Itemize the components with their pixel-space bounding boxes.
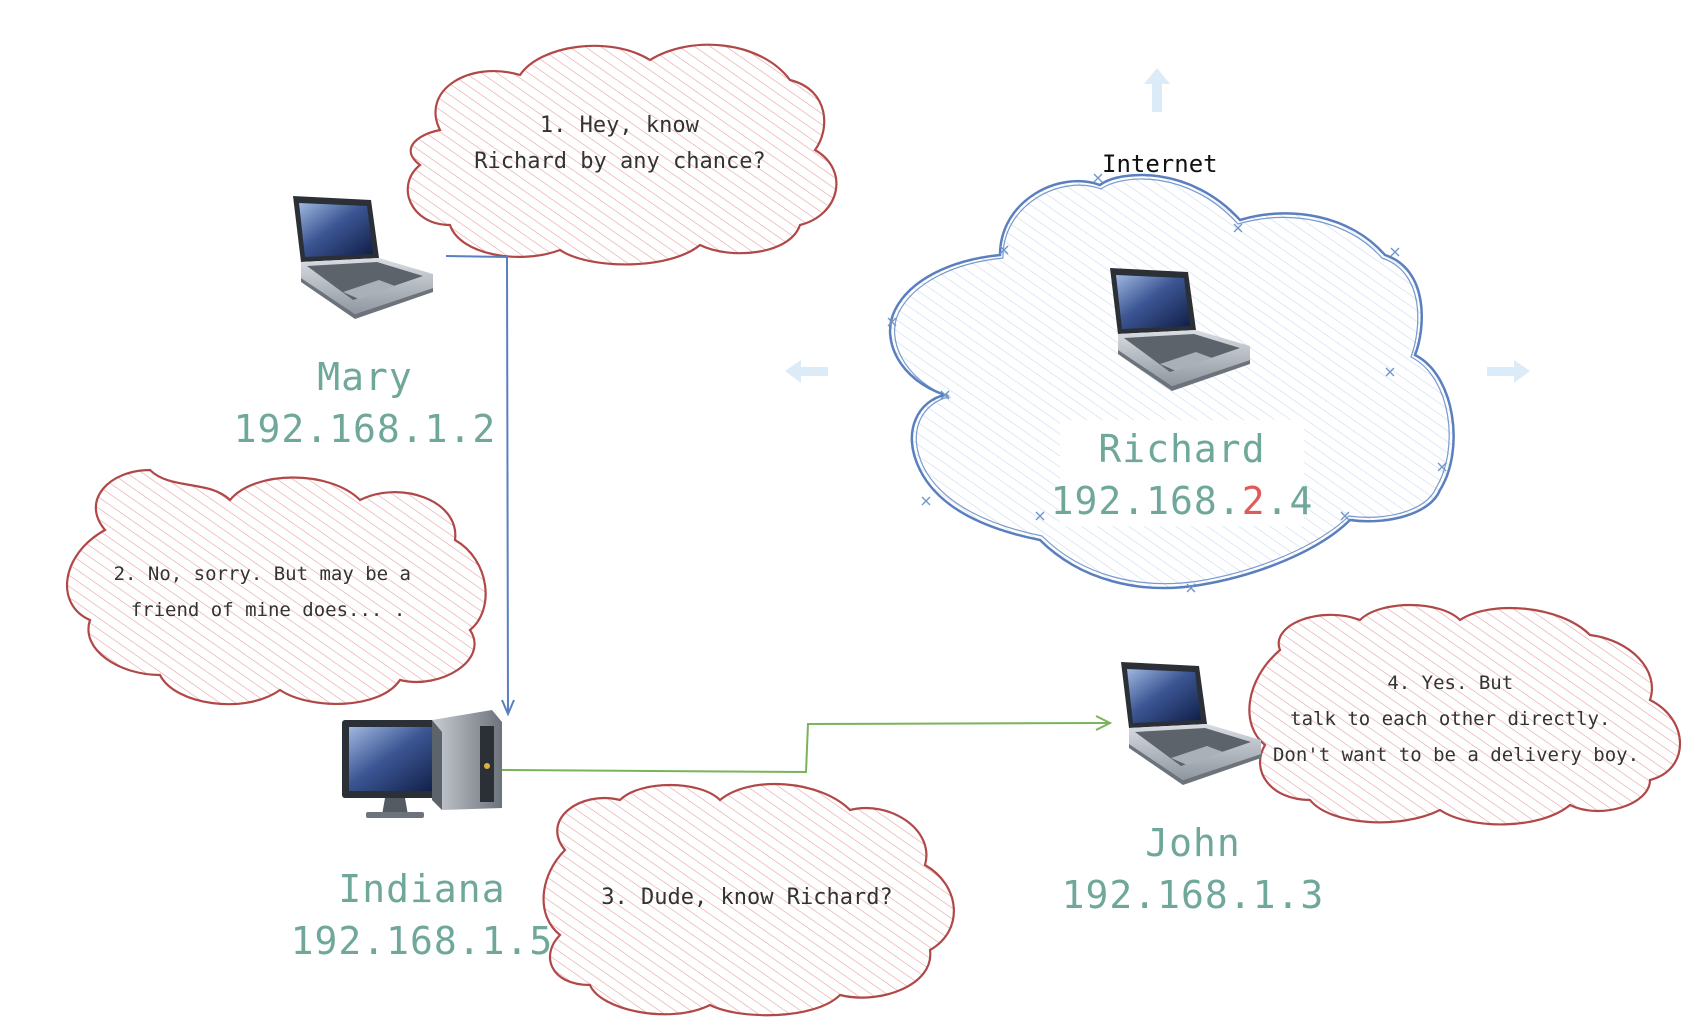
richard-ip-suffix: .4: [1266, 479, 1314, 523]
bubble-2-line-2: friend of mine does... .: [131, 599, 406, 621]
svg-text:3. Dude, know Richard?: 3. Dude, know Richard?: [601, 885, 892, 910]
indiana-ip: 192.168.1.5: [291, 919, 554, 963]
mary-laptop-icon: [293, 196, 433, 319]
svg-text:4. Yes. But talk to each: 4. Yes. But talk to each other directly.…: [1273, 672, 1639, 766]
faint-arrow-left-icon: [785, 360, 828, 383]
richard-ip-prefix: 192.168.: [1051, 479, 1242, 523]
faint-arrow-up-icon: [1144, 68, 1170, 112]
faint-arrow-right-icon: [1487, 360, 1530, 383]
indiana-to-john-arrow: [501, 715, 1113, 774]
svg-text:2. No, sorry. But may be a: 2. No, sorry. But may be a friend of min…: [114, 563, 423, 621]
faint-arrows: [785, 68, 1530, 383]
john-ip: 192.168.1.3: [1062, 873, 1325, 917]
mary-name: Mary: [317, 355, 413, 399]
internet-label: Internet: [1102, 150, 1218, 178]
mary-ip: 192.168.1.2: [234, 407, 497, 451]
mary-to-indiana-arrow: [445, 255, 515, 717]
speech-bubble-2: 2. No, sorry. But may be a friend of min…: [65, 468, 487, 706]
speech-bubble-3: 3. Dude, know Richard?: [542, 782, 955, 1017]
bubble-4-line-3: Don't want to be a delivery boy.: [1273, 744, 1639, 766]
speech-bubble-1: 1. Hey, know Richard by any chance?: [406, 43, 838, 266]
bubble-1-line-1: 1. Hey, know: [540, 113, 700, 138]
indiana-desktop-icon: [342, 710, 502, 818]
bubble-3-line-1: 3. Dude, know Richard?: [601, 885, 892, 910]
richard-ip-highlight: 2: [1242, 479, 1266, 523]
john-name: John: [1145, 821, 1241, 865]
richard-name: Richard: [1098, 427, 1265, 471]
speech-bubble-4: 4. Yes. But talk to each other directly.…: [1248, 604, 1682, 826]
bubble-4-line-1: 4. Yes. But: [1387, 672, 1513, 694]
bubble-4-line-2: talk to each other directly.: [1290, 708, 1610, 730]
cloud-markers: [887, 173, 1447, 593]
bubble-1-line-2: Richard by any chance?: [474, 149, 765, 174]
richard-ip: 192.168.2.4: [1051, 479, 1314, 523]
john-laptop-icon: [1121, 662, 1261, 785]
indiana-name: Indiana: [338, 867, 505, 911]
bubble-2-line-1: 2. No, sorry. But may be a: [114, 563, 411, 585]
svg-text:1. Hey, know Richard by: 1. Hey, know Richard by any chance?: [474, 113, 765, 174]
richard-label-backdrop: [1060, 420, 1304, 526]
